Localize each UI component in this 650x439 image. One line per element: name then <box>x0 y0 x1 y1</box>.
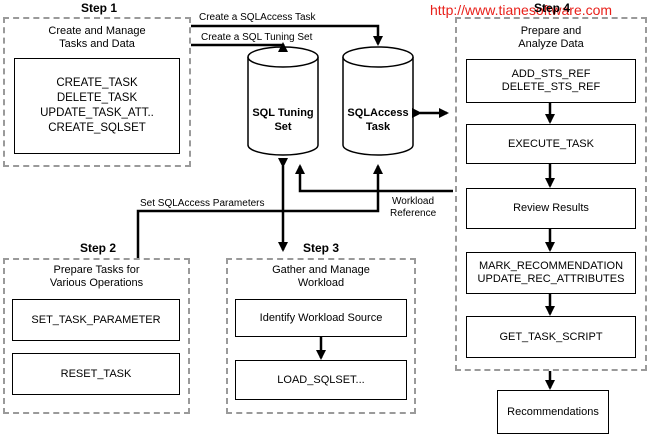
create-sqlaccess-task-label: Create a SQLAccess Task <box>199 12 316 23</box>
watermark: http://www.tianesoftware.com <box>430 2 613 18</box>
create-sql-tuning-set-arrow <box>191 42 288 52</box>
delete-sts-ref-item: DELETE_STS_REF <box>501 81 601 93</box>
workload-label: Workload <box>392 196 435 207</box>
set-sqlaccess-parameters-arrow <box>136 164 383 258</box>
create-task-item: CREATE_TASK <box>56 77 138 89</box>
delete-task-item: DELETE_TASK <box>56 92 138 104</box>
step4-label: Step 4 <box>534 1 571 15</box>
reference-label: Reference <box>390 208 437 219</box>
workload-reference-arrow <box>295 164 453 193</box>
create-sql-tuning-set-label: Create a SQL Tuning Set <box>201 32 313 43</box>
mark-recommendation-item: MARK_RECOMMENDATION <box>478 260 624 272</box>
sts-ref-box[interactable]: ADD_STS_REF DELETE_STS_REF <box>466 59 636 103</box>
step3-label: Step 3 <box>303 241 340 255</box>
step4-title-line2: Analyze Data <box>518 38 584 50</box>
mark-update-box[interactable]: MARK_RECOMMENDATION UPDATE_REC_ATTRIBUTE… <box>466 252 636 294</box>
update-task-att-item: UPDATE_TASK_ATT.. <box>40 107 154 119</box>
reset-task-box[interactable]: RESET_TASK <box>12 353 180 395</box>
step1-operations-box[interactable]: CREATE_TASK DELETE_TASK UPDATE_TASK_ATT.… <box>14 58 180 154</box>
create-sqlaccess-task-arrow <box>191 24 383 46</box>
sqlaccess-task-line2: Task <box>365 121 391 133</box>
step1-title-line2: Tasks and Data <box>59 38 135 50</box>
get-task-script-box[interactable]: GET_TASK_SCRIPT <box>466 316 636 358</box>
sqlaccess-task-line1: SQLAccess <box>347 107 409 119</box>
step2-title-line2: Various Operations <box>49 277 144 289</box>
step3-title: Gather and Manage Workload <box>226 264 416 290</box>
add-sts-ref-item: ADD_STS_REF <box>511 68 591 80</box>
step1-title: Create and Manage Tasks and Data <box>3 25 191 51</box>
sql-tuning-set-cylinder <box>247 46 319 156</box>
step2-title: Prepare Tasks for Various Operations <box>3 264 190 290</box>
identify-workload-source-box[interactable]: Identify Workload Source <box>235 299 407 337</box>
sql-tuning-set-line1: SQL Tuning <box>252 107 314 119</box>
update-rec-attributes-item: UPDATE_REC_ATTRIBUTES <box>477 273 625 285</box>
sql-tuning-set-line2: Set <box>274 121 292 133</box>
step2-label: Step 2 <box>80 241 117 255</box>
execute-task-box[interactable]: EXECUTE_TASK <box>466 124 636 164</box>
sql-tuning-set-label: SQL Tuning Set <box>248 106 318 134</box>
step3-title-line1: Gather and Manage <box>272 264 370 276</box>
step4-title-line1: Prepare and <box>520 25 582 37</box>
sqlaccess-task-cylinder <box>342 46 414 156</box>
review-results-box[interactable]: Review Results <box>466 188 636 229</box>
step2-title-line1: Prepare Tasks for <box>53 264 140 276</box>
step3-title-line2: Workload <box>297 277 345 289</box>
step1-title-line1: Create and Manage <box>48 25 146 37</box>
set-sqlaccess-parameters-label: Set SQLAccess Parameters <box>140 198 265 209</box>
step4-title: Prepare and Analyze Data <box>455 25 647 51</box>
step1-label: Step 1 <box>81 1 118 15</box>
sqlaccess-task-label: SQLAccess Task <box>343 106 413 134</box>
create-sqlset-item: CREATE_SQLSET <box>48 122 146 134</box>
set-task-parameter-box[interactable]: SET_TASK_PARAMETER <box>12 299 180 341</box>
recommendations-box[interactable]: Recommendations <box>497 390 609 434</box>
load-sqlset-box[interactable]: LOAD_SQLSET... <box>235 360 407 400</box>
